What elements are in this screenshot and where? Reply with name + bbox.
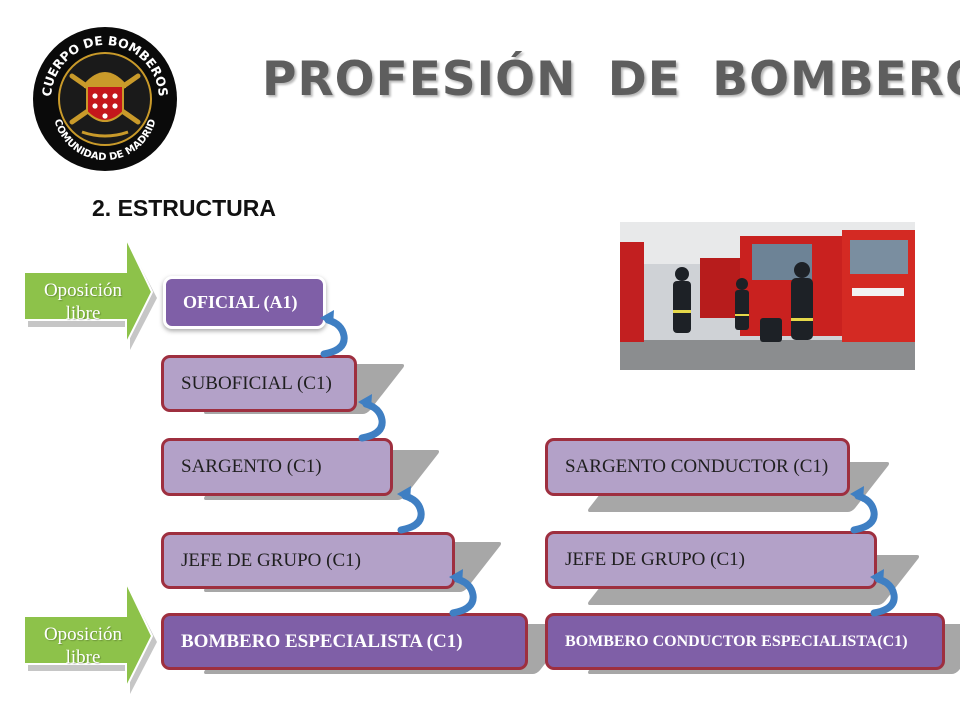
rank-label: SUBOFICIAL (C1) xyxy=(181,372,332,394)
rank-sargento-conductor-box: SARGENTO CONDUCTOR (C1) xyxy=(545,438,850,496)
rank-bombero-especialista-box: BOMBERO ESPECIALISTA (C1) xyxy=(161,613,528,670)
rank-jefe-de-grupo-box: JEFE DE GRUPO (C1) xyxy=(161,532,455,589)
rank-label: OFICIAL (A1) xyxy=(183,292,298,312)
rank-label: SARGENTO CONDUCTOR (C1) xyxy=(565,456,829,477)
rank-label: SARGENTO (C1) xyxy=(181,456,322,477)
promotion-curl-arrow-icon xyxy=(397,486,425,534)
rank-oficial-box: OFICIAL (A1) xyxy=(163,276,326,329)
firefighters-photo xyxy=(620,222,915,370)
section-title: 2. ESTRUCTURA xyxy=(92,195,277,221)
promotion-curl-arrow-icon xyxy=(358,394,386,442)
rank-label: BOMBERO CONDUCTOR ESPECIALISTA(C1) xyxy=(565,632,908,650)
rank-jefe-de-grupo-conductor-box: JEFE DE GRUPO (C1) xyxy=(545,531,877,589)
rank-label: BOMBERO ESPECIALISTA (C1) xyxy=(181,630,463,652)
rank-label: JEFE DE GRUPO (C1) xyxy=(565,549,745,570)
rank-sargento-box: SARGENTO (C1) xyxy=(161,438,393,496)
promotion-curl-arrow-icon xyxy=(870,569,898,617)
rank-label: JEFE DE GRUPO (C1) xyxy=(181,549,361,571)
promotion-curl-arrow-icon xyxy=(449,569,477,617)
promotion-curl-arrow-icon xyxy=(320,310,348,358)
rank-suboficial-box: SUBOFICIAL (C1) xyxy=(161,355,357,412)
bomberos-logo: CUERPO DE BOMBEROS COMUNIDAD DE MADRID xyxy=(32,26,178,172)
page-title: PROFESIÓN DE BOMBERO xyxy=(262,52,960,107)
promotion-curl-arrow-icon xyxy=(850,486,878,534)
rank-bombero-conductor-especialista-box: BOMBERO CONDUCTOR ESPECIALISTA(C1) xyxy=(545,613,945,670)
